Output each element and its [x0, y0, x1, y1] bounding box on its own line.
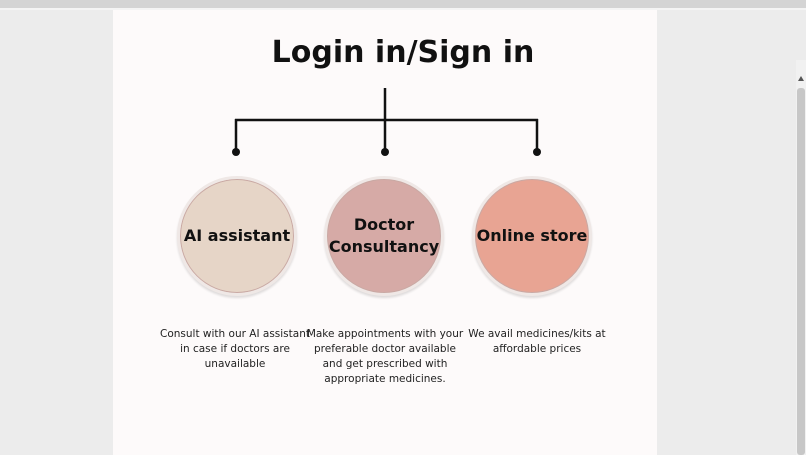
node-label: AI assistant — [183, 226, 291, 245]
connector-dot-left — [232, 148, 240, 156]
window-top-bar — [0, 0, 806, 8]
diagram-title: Login in/Sign in — [271, 35, 535, 70]
scrollbar-thumb[interactable] — [797, 88, 805, 455]
vertical-scrollbar[interactable] — [796, 60, 806, 455]
node-online-store: Online store — [472, 176, 592, 296]
node-doctor-consultancy: Doctor Consultancy — [324, 176, 444, 296]
connector-dot-right — [533, 148, 541, 156]
connector-dot-center — [381, 148, 389, 156]
scroll-up-arrow-icon[interactable] — [798, 76, 804, 81]
node-ai-assistant: AI assistant — [177, 176, 297, 296]
node-label: Online store — [476, 226, 588, 245]
node-label: Doctor Consultancy — [328, 215, 440, 256]
description-doctor-consultancy: Make appointments with your preferable d… — [306, 328, 464, 385]
description-ai-assistant: Consult with our AI assistant in case if… — [160, 328, 310, 370]
window-top-bar-highlight — [0, 8, 806, 10]
description-online-store: We avail medicines/kits at affordable pr… — [468, 328, 606, 355]
